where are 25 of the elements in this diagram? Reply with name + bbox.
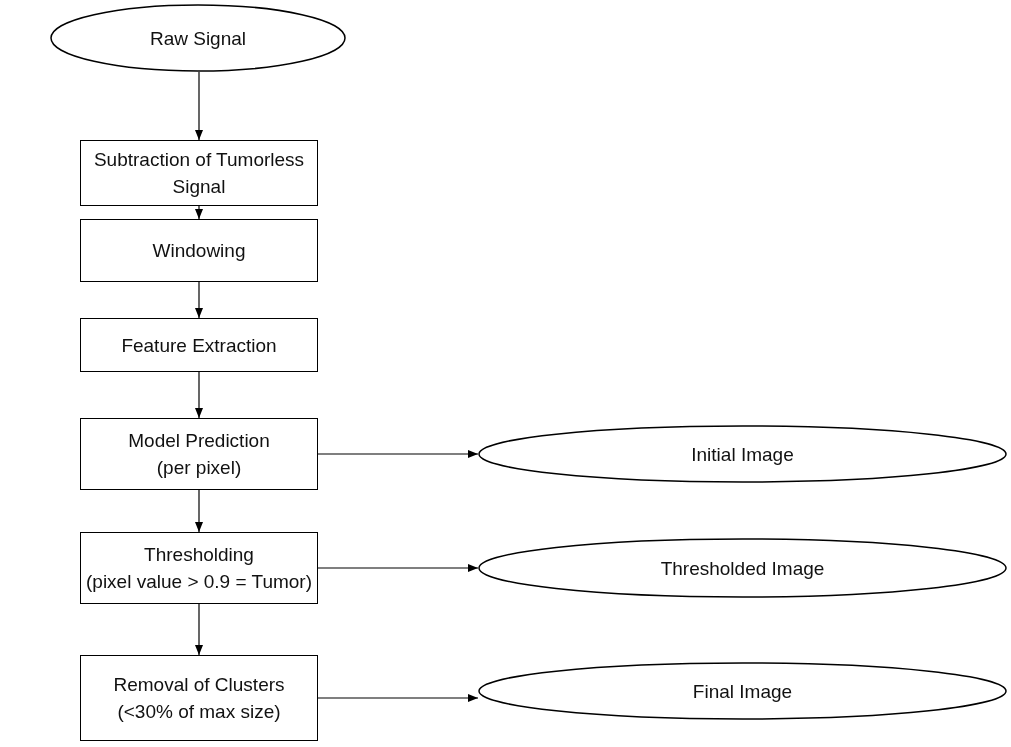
node-label: Initial Image: [691, 442, 794, 467]
arrow: [317, 694, 479, 702]
arrow: [317, 450, 479, 458]
node-label: Thresholding (pixel value > 0.9 = Tumor): [86, 543, 312, 594]
arrow: [195, 371, 203, 419]
process-box: [80, 655, 318, 741]
arrow: [195, 205, 203, 220]
process-box: [80, 140, 318, 206]
process-box: [80, 318, 318, 372]
node-label: Windowing: [152, 239, 246, 263]
process-box: [80, 532, 318, 604]
node-label: Subtraction of Tumorless Signal: [92, 148, 306, 199]
arrow: [195, 281, 203, 319]
process-box: [80, 418, 318, 490]
node-label: Raw Signal: [149, 26, 247, 51]
arrow: [195, 71, 203, 141]
arrow: [195, 603, 203, 656]
node-label: Thresholded Image: [660, 556, 825, 581]
node-label: Feature Extraction: [121, 333, 277, 358]
node-label: Final Image: [692, 679, 793, 704]
node-label: Removal of Clusters (<30% of max size): [113, 673, 285, 724]
process-box: [80, 219, 318, 282]
node-label: Model Prediction (per pixel): [128, 429, 270, 480]
arrow: [317, 564, 479, 572]
arrow: [195, 489, 203, 533]
